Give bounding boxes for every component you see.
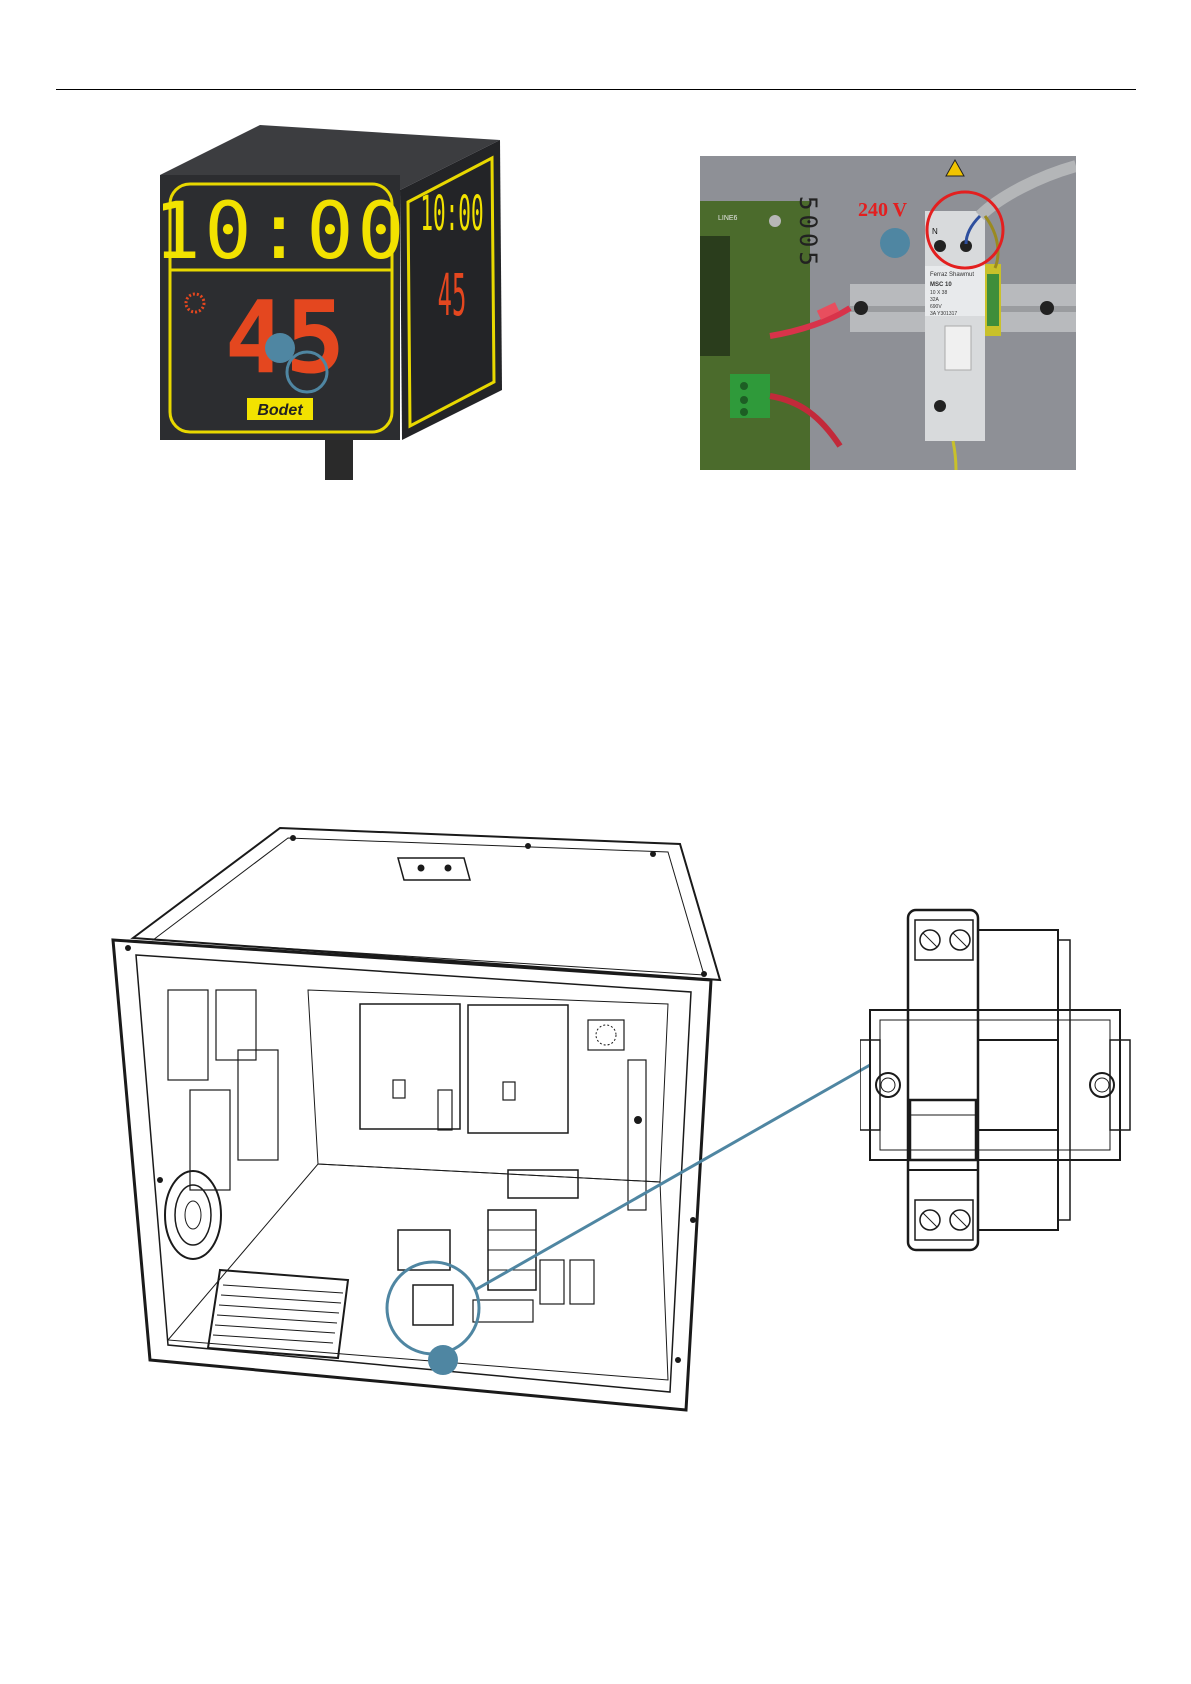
breaker-body [908,910,978,1250]
breaker-handle [910,1100,976,1160]
breaker-drawing-figure [860,900,1140,1260]
